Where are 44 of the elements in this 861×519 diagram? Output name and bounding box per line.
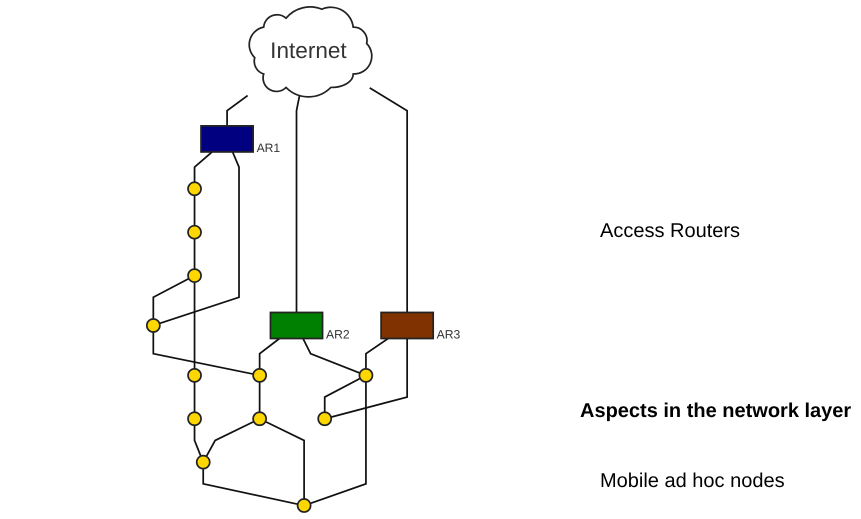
- connector: [369, 87, 408, 312]
- mobile-node-circle: [146, 318, 161, 333]
- connector: [258, 382, 260, 412]
- connector: [152, 332, 254, 375]
- cloud-shape: Internet: [248, 6, 373, 98]
- mobile-node-circle: [187, 411, 202, 426]
- connector: [152, 278, 190, 319]
- connector: [194, 425, 202, 456]
- connector: [324, 378, 361, 412]
- connector: [194, 238, 196, 270]
- mobile-node-circle: [187, 224, 202, 240]
- connector: [265, 420, 305, 500]
- router-square: [380, 312, 460, 342]
- router-label: AR1: [256, 140, 280, 155]
- connector: [202, 468, 298, 506]
- connector: [365, 338, 389, 369]
- mobile-node-circle: [252, 411, 267, 426]
- note-text: Aspects in the network layer: [580, 400, 852, 423]
- connector: [302, 338, 360, 374]
- connector: [330, 338, 408, 418]
- connector: [310, 382, 367, 504]
- connector: [159, 152, 240, 324]
- router-square: [200, 125, 280, 155]
- mobile-node-circle: [296, 498, 312, 513]
- mobile-node-circle: [252, 368, 267, 383]
- connector: [206, 420, 254, 457]
- note-text: Mobile ad hoc nodes: [600, 470, 785, 493]
- mobile-node-circle: [317, 411, 332, 426]
- connector: [194, 282, 196, 369]
- connector: [194, 151, 213, 182]
- connector: [194, 195, 196, 226]
- connector: [296, 95, 300, 312]
- connector: [258, 338, 280, 369]
- router-square: [270, 312, 350, 342]
- connector: [194, 382, 196, 412]
- connector: [226, 94, 248, 126]
- mobile-node-circle: [187, 268, 202, 283]
- note-text: Access Routers: [600, 220, 740, 243]
- mobile-node-circle: [358, 368, 374, 383]
- mobile-node-circle: [196, 454, 211, 470]
- router-label: AR2: [326, 328, 350, 342]
- mobile-node-circle: [187, 181, 202, 196]
- mobile-node-circle: [187, 368, 202, 383]
- router-label: AR3: [436, 328, 460, 342]
